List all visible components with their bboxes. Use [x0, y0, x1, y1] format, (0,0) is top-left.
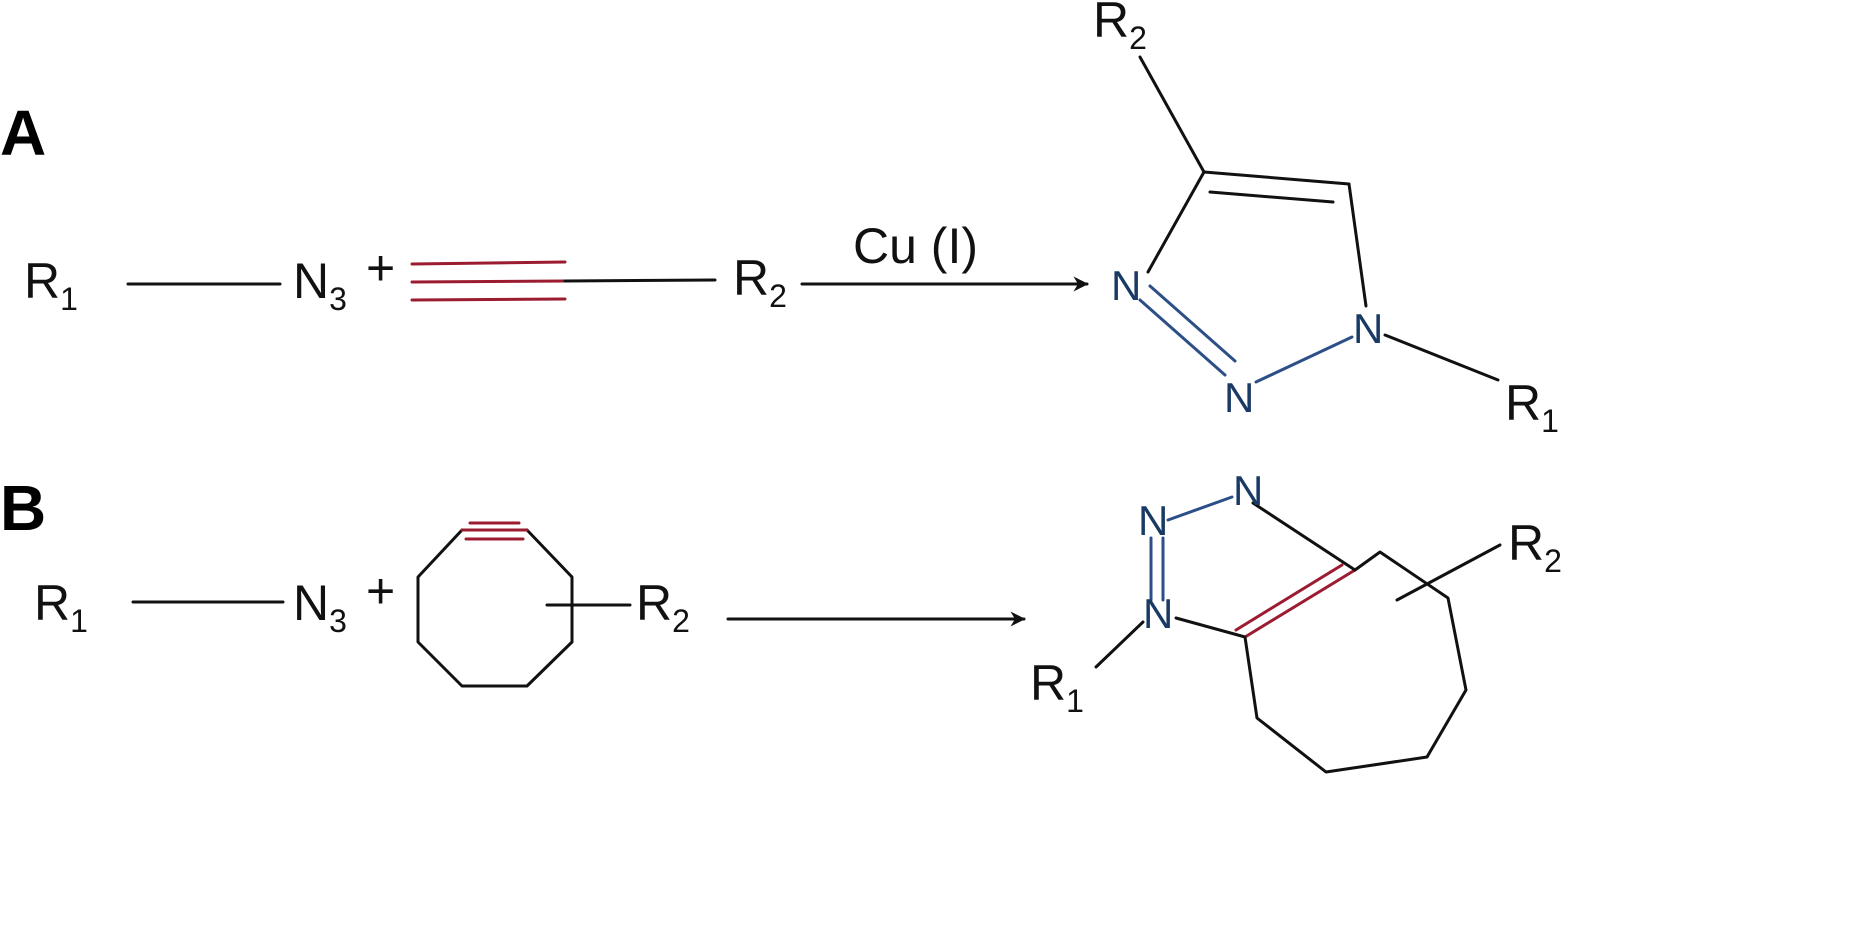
panel-b-product-c-n-top-bond [1251, 501, 1357, 572]
panel-a-r1-label: R1 [24, 253, 78, 317]
panel-a-product-r1-bond [1383, 333, 1500, 382]
panel-b-product-n-bottom-atom: N [1143, 590, 1173, 637]
panel-a-alkyne-triple-bond [410, 260, 567, 302]
panel-a-azide-label: N3 [293, 253, 347, 317]
panel-a-plus-sign: + [366, 240, 395, 296]
panel-a-product-cc-double-bond [1208, 190, 1335, 204]
panel-b-product-n-top-atom: N [1233, 467, 1263, 514]
panel-a-product-n3-n2-double-bond [1148, 284, 1237, 363]
panel-b-cyclooctyne [416, 521, 574, 688]
panel-b-plus-sign: + [366, 563, 395, 619]
panel-b-product-r2-label: R2 [1508, 515, 1562, 579]
panel-b-product-n-middle-atom: N [1138, 497, 1168, 544]
panel-a-catalyst-label: Cu (I) [853, 218, 978, 274]
panel-a-product-r2-label: R2 [1093, 0, 1147, 56]
panel-a-product-n2-atom: N [1224, 374, 1254, 421]
panel-b-fused-triazole-product: N N N R1 R2 [1030, 467, 1562, 774]
panel-a-product-n3-atom: N [1111, 262, 1141, 309]
panel-b-product-n-c-bond [1174, 616, 1247, 639]
panel-a-product-n3-n2-bond [1138, 298, 1227, 377]
panel-b-product-ring [1243, 550, 1468, 774]
panel-a-label: A [0, 97, 46, 169]
panel-a-triazole-product: R2 N N N R1 [1093, 0, 1559, 439]
panel-b-product-n-n-bond [1166, 495, 1234, 522]
panel-b-label: B [0, 472, 46, 544]
panel-a-product-c-n1-bond [1347, 182, 1368, 308]
panel-a-r2-label: R2 [733, 250, 787, 314]
panel-b-product-fused-double-bond [1234, 563, 1344, 632]
panel-a-alkyne-r2-bond [563, 278, 717, 283]
panel-b-product-r2-bond [1395, 543, 1502, 602]
panel-b-r1-label: R1 [34, 575, 88, 639]
panel-b-product-r1-label: R1 [1030, 655, 1084, 719]
panel-a-product-r2-bond [1138, 55, 1206, 174]
panel-a-product-cc-bond [1202, 170, 1351, 186]
panel-b-azide-label: N3 [293, 575, 347, 639]
panel-a-product-r1-label: R1 [1505, 375, 1559, 439]
panel-b: B R1 N3 + R2 [0, 467, 1562, 774]
panel-b-product-fused-bond [1243, 568, 1357, 639]
panel-b-product-r1-bond [1094, 620, 1145, 669]
panel-a-product-n1-atom: N [1353, 305, 1383, 352]
panel-a: A R1 N3 + R2 Cu (I) R2 N [0, 0, 1559, 439]
panel-a-product-n2-n1-bond [1254, 335, 1354, 384]
panel-b-r2-label: R2 [636, 575, 690, 639]
panel-a-product-c-n3-bond [1146, 170, 1206, 274]
